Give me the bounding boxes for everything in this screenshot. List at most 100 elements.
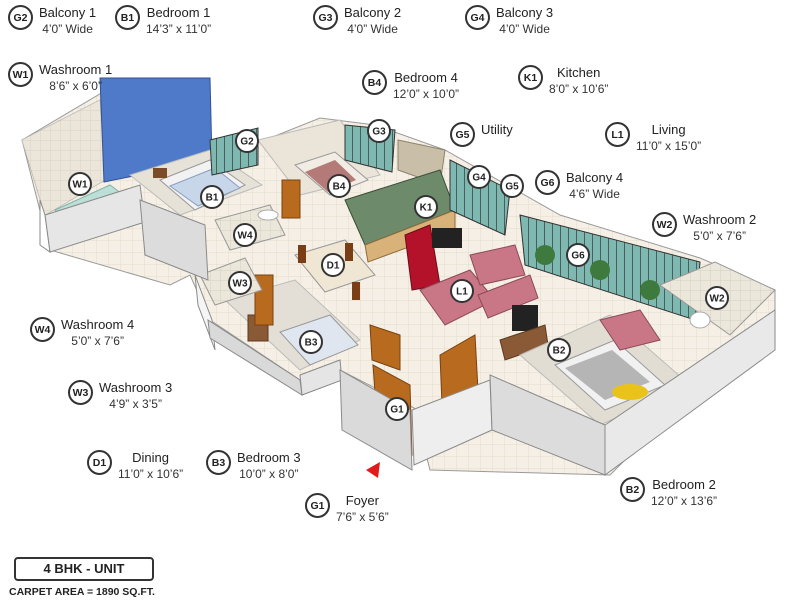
- room-name: Bedroom 3: [237, 450, 301, 465]
- plan-tag-circle: [321, 253, 345, 277]
- plan-tag-g4: G4: [467, 165, 491, 189]
- legend-item-g2: G2 Balcony 1 4’0” Wide: [8, 5, 96, 37]
- plan-tag-label: G6: [571, 251, 585, 262]
- plan-tag-label: B2: [553, 346, 566, 357]
- plan-tag-label: G5: [505, 182, 519, 193]
- plan-tag-circle: [566, 243, 590, 267]
- room-dimensions: 12’0” x 10’0”: [393, 87, 460, 101]
- legend-code-badge: G6: [535, 170, 560, 195]
- room-name: Washroom 2: [683, 212, 757, 227]
- room-name: Balcony 1: [39, 5, 97, 20]
- legend-text: Washroom 1 8’6” x 6’0”: [39, 62, 112, 94]
- plan-tag-label: G1: [390, 405, 404, 416]
- plan-tag-circle: [467, 165, 491, 189]
- legend-item-b4: B4 Bedroom 4 12’0” x 10’0”: [362, 70, 459, 102]
- legend-code-badge: W4: [30, 317, 55, 342]
- legend-text: Balcony 4 4’6” Wide: [566, 170, 623, 202]
- plan-tag-b2: B2: [547, 338, 571, 362]
- room-name: Foyer: [345, 493, 379, 508]
- plan-tag-circle: [500, 174, 524, 198]
- plan-tag-circle: [705, 286, 729, 310]
- room-dimensions: 5’0” x 7’6”: [71, 334, 124, 348]
- room-name: Bedroom 4: [394, 70, 458, 85]
- plan-tag-w1: W1: [68, 172, 92, 196]
- room-dimensions: 4’0” Wide: [499, 22, 550, 36]
- legend-item-b2: B2 Bedroom 2 12’0” x 13’6”: [620, 477, 717, 509]
- plan-tag-l1: L1: [450, 279, 474, 303]
- legend-code-badge: G2: [8, 5, 33, 30]
- legend-item-b3: B3 Bedroom 3 10’0” x 8’0”: [206, 450, 301, 482]
- room-dimensions: 8’6” x 6’0”: [49, 79, 102, 93]
- legend-text: Bedroom 4 12’0” x 10’0”: [393, 70, 459, 102]
- plan-tag-k1: K1: [414, 195, 438, 219]
- legend-code-badge: G3: [313, 5, 338, 30]
- plan-tag-circle: [414, 195, 438, 219]
- room-name: Washroom 3: [99, 380, 173, 395]
- room-name: Washroom 1: [39, 62, 113, 77]
- legend-code-badge: G5: [450, 122, 475, 147]
- room-name: Utility: [481, 122, 513, 137]
- legend-code-badge: B3: [206, 450, 231, 475]
- room-dimensions: 12’0” x 13’6”: [651, 494, 718, 508]
- legend-text: Washroom 2 5’0” x 7’6”: [683, 212, 756, 244]
- legend-text: Utility: [481, 122, 513, 138]
- plan-tag-b1: B1: [200, 185, 224, 209]
- legend-code-badge: L1: [605, 122, 630, 147]
- legend-code-badge: B4: [362, 70, 387, 95]
- room-name: Living: [651, 122, 686, 137]
- plan-tag-label: G2: [240, 137, 254, 148]
- living-area: [419, 228, 549, 361]
- room-name: Balcony 4: [566, 170, 624, 185]
- plan-tag-circle: [228, 271, 252, 295]
- plan-tag-circle: [68, 172, 92, 196]
- plan-tag-label: D1: [327, 261, 340, 272]
- room-dimensions: 5’0” x 7’6”: [693, 229, 746, 243]
- legend-code-badge: B1: [115, 5, 140, 30]
- room-dimensions: 4’9” x 3’5”: [109, 397, 162, 411]
- legend-text: Washroom 4 5’0” x 7’6”: [61, 317, 134, 349]
- plan-tag-circle: [450, 279, 474, 303]
- plan-tag-g5: G5: [500, 174, 524, 198]
- plan-tag-circle: [299, 330, 323, 354]
- plan-tag-g2: G2: [235, 129, 259, 153]
- plan-tag-circle: [547, 338, 571, 362]
- room-dimensions: 4’0” Wide: [42, 22, 93, 36]
- legend-code-badge: B2: [620, 477, 645, 502]
- room-dimensions: 11’0” x 10’6”: [118, 467, 184, 481]
- plan-tag-label: W3: [233, 279, 248, 290]
- legend-text: Balcony 1 4’0” Wide: [39, 5, 96, 37]
- plan-tag-label: W2: [710, 294, 725, 305]
- legend-code-badge: W1: [8, 62, 33, 87]
- plan-tag-label: W4: [238, 231, 253, 242]
- room-dimensions: 4’6” Wide: [569, 187, 620, 201]
- plan-tag-label: B3: [305, 338, 318, 349]
- room-dimensions: 8’0” x 10’6”: [549, 82, 609, 96]
- plan-tag-label: W1: [73, 180, 88, 191]
- room-dimensions: 14’3” x 11’0”: [146, 22, 212, 36]
- plan-tag-b3: B3: [299, 330, 323, 354]
- unit-label: 4 BHK - UNIT: [14, 557, 154, 581]
- legend-text: Bedroom 3 10’0” x 8’0”: [237, 450, 301, 482]
- plan-tag-label: K1: [420, 203, 433, 214]
- room-name: Bedroom 2: [652, 477, 716, 492]
- plan-tag-g6: G6: [566, 243, 590, 267]
- legend-text: Kitchen 8’0” x 10’6”: [549, 65, 608, 97]
- room-name: Kitchen: [557, 65, 601, 80]
- legend-code-badge: G4: [465, 5, 490, 30]
- plan-tag-g1: G1: [385, 397, 409, 421]
- room-dimensions: 10’0” x 8’0”: [239, 467, 299, 481]
- legend-item-g5: G5 Utility: [450, 122, 513, 147]
- room-name: Washroom 4: [61, 317, 135, 332]
- legend-text: Washroom 3 4’9” x 3’5”: [99, 380, 172, 412]
